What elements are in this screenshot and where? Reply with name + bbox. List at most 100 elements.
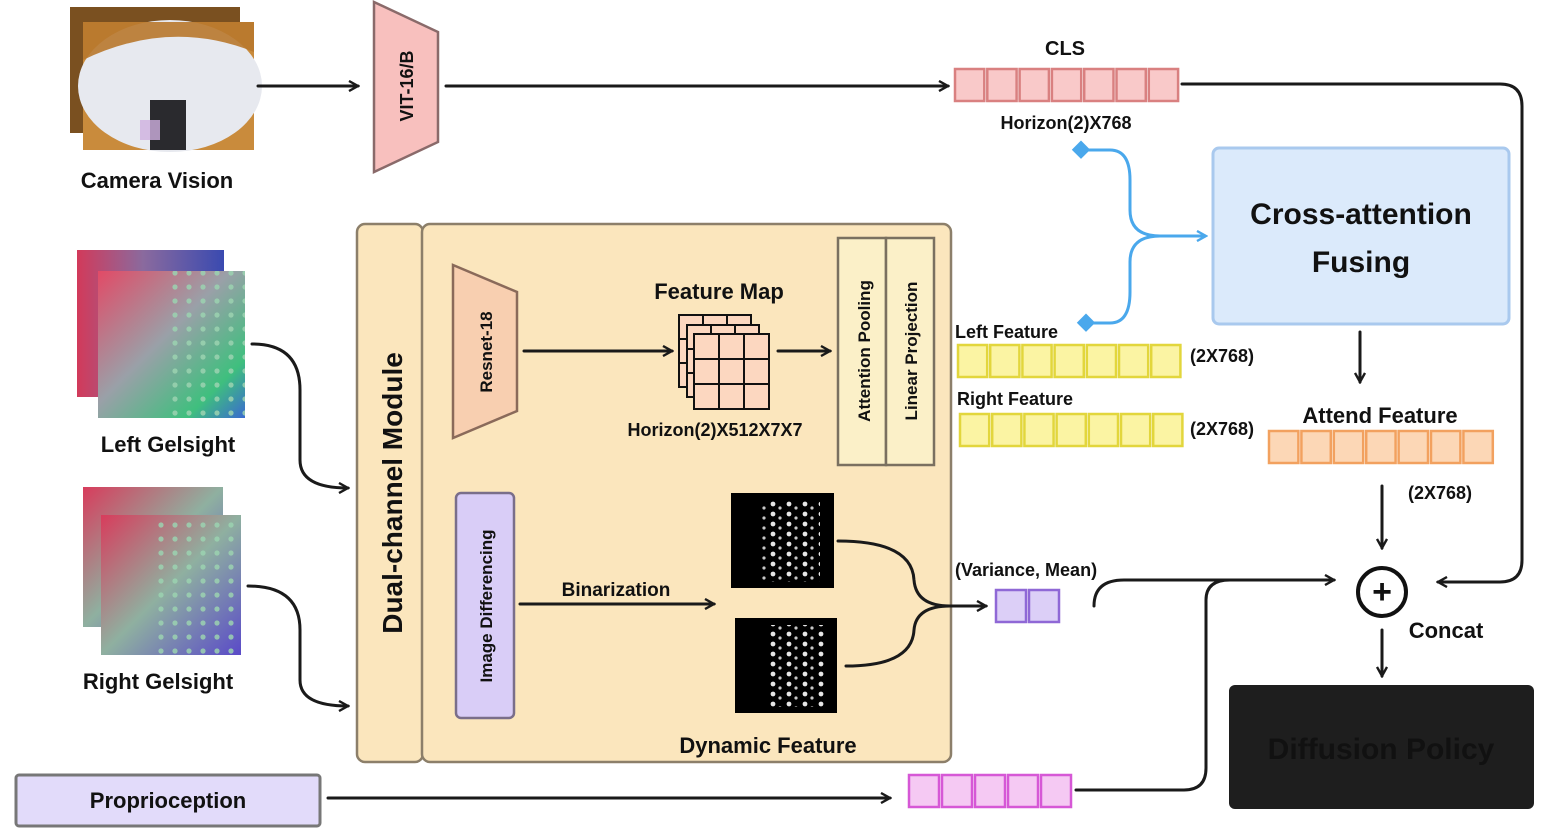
image-differencing-label: Image Differencing bbox=[477, 529, 496, 682]
attend-feature-label: Attend Feature bbox=[1302, 403, 1457, 428]
left-feature-dims-label: (2X768) bbox=[1190, 346, 1254, 366]
dual-channel-module-label: Dual-channel Module bbox=[377, 352, 408, 634]
feature-map-label: Feature Map bbox=[654, 279, 784, 304]
fusion-connector bbox=[1086, 148, 1206, 325]
token-cell bbox=[1023, 412, 1055, 448]
arrow-binarized-top-to-variance bbox=[836, 539, 986, 606]
cross-attention-label-line1: Cross-attention bbox=[1250, 198, 1472, 231]
token-cell bbox=[1149, 343, 1182, 379]
token-cell bbox=[1006, 773, 1040, 809]
proprioception-label: Proprioception bbox=[90, 788, 246, 813]
token-cell bbox=[1087, 412, 1120, 448]
arrow-variance-to-concat bbox=[1092, 580, 1334, 608]
cls-label: CLS bbox=[1045, 38, 1085, 60]
attention-pooling-label: Attention Pooling bbox=[855, 280, 874, 422]
left-gelsight-dots bbox=[170, 271, 245, 418]
camera-vision-label: Camera Vision bbox=[81, 168, 233, 193]
arrow-cls-to-cross-attention bbox=[1086, 148, 1206, 236]
feature-map-grid bbox=[678, 314, 770, 410]
left-gelsight-label: Left Gelsight bbox=[101, 432, 236, 457]
token-cell bbox=[1117, 343, 1150, 379]
arrow-left-feature-to-cross-attention bbox=[1090, 234, 1161, 325]
arrow-proprio-to-concat bbox=[1074, 578, 1232, 792]
linear-projection-box bbox=[884, 236, 936, 467]
right-gelsight-label: Right Gelsight bbox=[83, 669, 234, 694]
token-cell bbox=[1429, 429, 1462, 465]
feature-map-cell bbox=[718, 383, 745, 410]
token-cell bbox=[988, 343, 1021, 379]
arrow-cls-to-concat bbox=[1180, 82, 1524, 582]
token-cell bbox=[1151, 412, 1184, 448]
camera-vision-input bbox=[70, 7, 262, 152]
right-gelsight-dots bbox=[150, 515, 241, 655]
token-cell bbox=[994, 588, 1028, 624]
concat-label: Concat bbox=[1409, 618, 1484, 643]
token-cell bbox=[956, 343, 989, 379]
token-cell bbox=[907, 773, 941, 809]
image-differencing-box bbox=[454, 491, 516, 720]
token-cell bbox=[1147, 67, 1180, 103]
token-cell bbox=[1050, 67, 1083, 103]
resnet-encoder-shape bbox=[451, 263, 519, 440]
feature-map-cell bbox=[693, 333, 720, 360]
token-cell bbox=[953, 67, 986, 103]
diffusion-policy-box bbox=[1229, 685, 1534, 809]
token-cell bbox=[1055, 412, 1088, 448]
cls-dims-label: Horizon(2)X768 bbox=[1000, 113, 1131, 133]
vit-encoder-label: VIT-16/B bbox=[397, 50, 417, 121]
left-gelsight-input bbox=[77, 250, 245, 418]
proprioception-token-row bbox=[907, 773, 1073, 809]
concat-plus-symbol: + bbox=[1372, 573, 1392, 611]
diffusion-policy-label: Diffusion Policy bbox=[1268, 733, 1495, 766]
right-gelsight-input bbox=[83, 487, 241, 655]
left-feature-connector-diamond bbox=[1076, 313, 1096, 332]
token-cell bbox=[1082, 67, 1115, 103]
token-cell bbox=[1300, 429, 1333, 465]
token-cell bbox=[986, 67, 1018, 103]
cls-connector-diamond bbox=[1071, 140, 1091, 159]
feature-map-cell bbox=[718, 358, 745, 385]
token-cell bbox=[940, 773, 974, 809]
linear-projection-label: Linear Projection bbox=[902, 282, 921, 421]
attend-feature-dims-label: (2X768) bbox=[1408, 483, 1472, 503]
left-feature-token-row bbox=[956, 343, 1182, 379]
token-cell bbox=[1039, 773, 1073, 809]
arrow-right-gelsight-to-module bbox=[246, 584, 348, 706]
right-feature-label: Right Feature bbox=[957, 389, 1073, 409]
token-cell bbox=[990, 412, 1023, 448]
feature-map-cell bbox=[693, 358, 720, 385]
feature-map-cell bbox=[718, 333, 745, 360]
dynamic-feature-label: Dynamic Feature bbox=[679, 733, 856, 758]
vit-encoder-shape bbox=[372, 0, 440, 174]
token-cell bbox=[1332, 429, 1365, 465]
feature-map-dims-label: Horizon(2)X512X7X7 bbox=[627, 420, 802, 440]
variance-mean-token-row bbox=[994, 588, 1061, 624]
feature-map-cell bbox=[743, 358, 770, 385]
right-feature-dims-label: (2X768) bbox=[1190, 419, 1254, 439]
token-cell bbox=[1462, 429, 1495, 465]
cross-attention-label-line2: Fusing bbox=[1312, 246, 1410, 279]
variance-mean-label: (Variance, Mean) bbox=[955, 560, 1097, 580]
token-cell bbox=[1119, 412, 1152, 448]
token-cell bbox=[1267, 429, 1300, 465]
token-cell bbox=[1053, 343, 1086, 379]
binarization-label: Binarization bbox=[562, 580, 671, 601]
feature-map-cell bbox=[743, 333, 770, 360]
camera-lens-view bbox=[78, 20, 262, 152]
cross-attention-box bbox=[1211, 146, 1511, 326]
binarized-image-top bbox=[731, 493, 834, 588]
resnet-encoder-label: Resnet-18 bbox=[477, 311, 496, 392]
token-cell bbox=[1018, 67, 1051, 103]
right-feature-token-row bbox=[958, 412, 1184, 448]
proprioception-box bbox=[14, 773, 322, 828]
flow-arrows bbox=[246, 82, 1524, 798]
token-cell bbox=[1115, 67, 1148, 103]
arrow-left-gelsight-to-module bbox=[250, 342, 348, 488]
token-cell bbox=[1021, 343, 1053, 379]
feature-map-cell bbox=[693, 383, 720, 410]
token-cell bbox=[1397, 429, 1430, 465]
token-cell bbox=[958, 412, 991, 448]
left-feature-label: Left Feature bbox=[955, 322, 1058, 342]
feature-map-cell bbox=[743, 383, 770, 410]
